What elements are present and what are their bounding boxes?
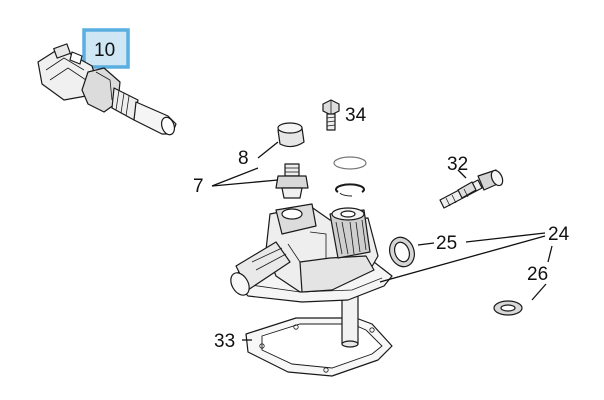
sensor-part-10 — [37, 43, 177, 136]
callout-24-group: 24 — [379, 224, 570, 283]
gasket-part-33: 33 — [214, 317, 393, 377]
shaft-part-32: 32 — [439, 154, 504, 209]
housing — [230, 203, 393, 348]
callout-8: 8 — [238, 148, 249, 169]
callout-34: 34 — [345, 105, 367, 126]
washer-part-26: 26 — [493, 245, 553, 316]
seal-part-25: 25 — [389, 233, 457, 268]
callout-26: 26 — [527, 264, 548, 285]
fitting-part-7: 7 — [193, 163, 309, 199]
oring-seal — [333, 156, 367, 170]
callout-25: 25 — [436, 233, 457, 254]
callout-10: 10 — [94, 40, 115, 61]
callout-24: 24 — [548, 224, 570, 245]
callout-32: 32 — [447, 154, 468, 175]
callout-10-highlight[interactable]: 10 — [82, 28, 130, 69]
callout-7: 7 — [193, 176, 204, 197]
circlip — [335, 183, 365, 197]
bolt-part-34: 34 — [322, 99, 367, 131]
callout-33: 33 — [214, 331, 235, 352]
cap-part-8: 8 — [238, 122, 305, 169]
